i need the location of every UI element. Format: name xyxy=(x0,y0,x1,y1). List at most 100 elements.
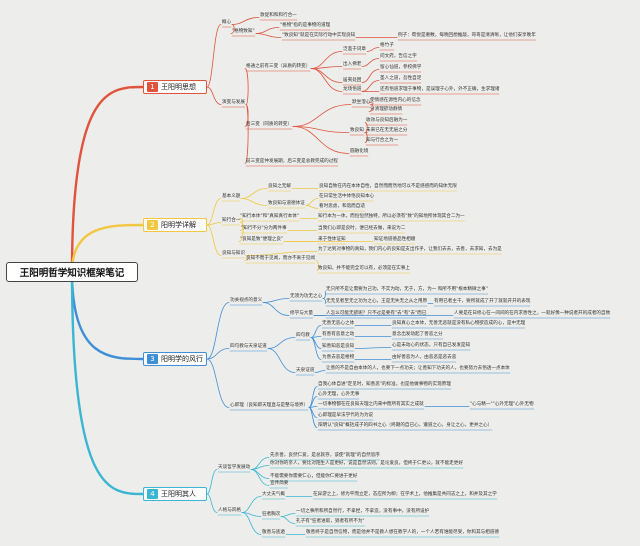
node-1[interactable]: 敦促和和和行合一 xyxy=(260,12,297,18)
node-66[interactable]: 自我心体自进"定见时，知善恶"的标准，也是他做事物的实现原理 xyxy=(318,381,451,387)
node-72[interactable]: 天谈哲学发展动 xyxy=(218,464,251,470)
node-9[interactable]: 格竹子 xyxy=(380,42,394,48)
branch-label: 王阳明思想 xyxy=(161,83,196,91)
node-68[interactable]: 一切事物都在在良知天理之内来中而所有其实之成就 xyxy=(318,401,424,407)
node-41[interactable]: 良知与知识 xyxy=(222,250,245,256)
node-47[interactable]: 无只所不是让需要为己功，不实为动，无于，方，为一 和所不用"根本精微之事" xyxy=(326,286,488,292)
node-53[interactable]: 四句教与天泉证道 xyxy=(230,343,267,349)
node-33[interactable]: 知行合一 xyxy=(222,217,241,223)
node-69[interactable]: "心与精一""心外无理"心外无物 xyxy=(470,401,534,407)
node-79[interactable]: 在异游之上，修为平而立定，态应所为柳；在学术上，他推集是共同志之上，和并及其之学 xyxy=(313,491,497,497)
node-63[interactable]: 天泉证道 xyxy=(296,367,315,373)
node-54[interactable]: 四句教 xyxy=(296,332,310,338)
root-topic-label: 王阳明哲学知识框架笔记 xyxy=(19,268,125,279)
node-37[interactable]: 当我们心即是良时，便已经去做，来说为二 xyxy=(318,225,406,231)
node-39[interactable]: 来于性体证知 xyxy=(318,236,346,242)
node-27[interactable]: 基本义题 xyxy=(222,193,241,199)
node-49[interactable]: 有用已者主干，要所就成了开了就就开开的表现 xyxy=(434,298,531,304)
branch-label: 王阳明其人 xyxy=(161,490,196,498)
node-83[interactable]: 敬善与逃遁 xyxy=(262,529,285,535)
branch-label: 阳明学的风行 xyxy=(161,355,203,363)
node-0[interactable]: 概心 xyxy=(222,19,232,25)
node-25[interactable]: 圆融化境 xyxy=(350,148,369,154)
node-26[interactable]: 前三变是仲发展期，后三变是总教完成的过程 xyxy=(246,158,338,164)
node-36[interactable]: "知行不分"分为两件事 xyxy=(241,225,287,231)
node-59[interactable]: 知善知恶是良知 xyxy=(322,343,355,349)
node-50[interactable]: 修学与大量 xyxy=(290,310,313,316)
node-40[interactable]: 知证地道德品性相顺 xyxy=(374,236,416,242)
node-16[interactable]: 还有悟道求理于事物，是误理于心外，外不正确，生求理诸 xyxy=(380,86,500,92)
node-70[interactable]: 心即理是早法学代的为为说 xyxy=(318,412,374,418)
node-77[interactable]: 人格与风格 xyxy=(218,507,241,513)
node-34[interactable]: "知行本体"和"真知真行本体" xyxy=(240,213,299,219)
root-topic[interactable]: 王阳明哲学知识框架笔记 xyxy=(6,262,138,282)
node-14[interactable]: 龙场悟道 xyxy=(343,86,362,92)
node-84[interactable]: 敬善终于是自然信物，而是他并不是教人想在教学人的，一个人若有谁能尽受，你和其与相… xyxy=(306,529,499,535)
node-75[interactable]: 不能需要你需要仁心，但能你仁要进于更好 xyxy=(270,473,358,479)
node-43[interactable]: 良知不而于见闻，而亦不离于见闻 xyxy=(246,255,315,261)
node-17[interactable]: 后三变（同质的转变） xyxy=(246,121,292,127)
branch-label: 阳明学详解 xyxy=(161,221,196,229)
node-80[interactable]: 狂者胸次 xyxy=(262,511,281,517)
node-81[interactable]: 一切之事所和所自然行，不拿捏，不拿造，没有事中，没有所设护 xyxy=(296,508,430,514)
node-22[interactable]: 收效与良知后融为一 xyxy=(366,117,408,123)
node-7[interactable]: 格通之前有三变（异质的转变） xyxy=(246,63,311,69)
node-55[interactable]: 无善无恶心之体 xyxy=(322,320,355,326)
node-46[interactable]: 无须为功无之心 xyxy=(290,293,323,299)
node-35[interactable]: 知行本为一体，而恒恒然独特，所以必须有"致"的知地所体现其合二为一 xyxy=(318,213,465,219)
node-38[interactable]: "良知是致"便理之良" xyxy=(240,236,284,242)
node-45[interactable]: 功关视点的意义 xyxy=(230,297,263,303)
node-82[interactable]: 孔子有"狂者进取，狷者有所不为" xyxy=(296,518,365,524)
node-32[interactable]: 看时思虑，和谐而自适 xyxy=(319,203,365,209)
node-64[interactable]: 让善的不是自由本体的人，也要下一点功夫；让善知下功夫的人，也要努力去悟透一点本体 xyxy=(326,365,510,371)
node-5[interactable]: 例子：荀悦是奢敷，每晚回想推敲，哥哥是清清晰，让他们安享晚年 xyxy=(398,32,536,38)
node-61[interactable]: 为善去恶是格物 xyxy=(322,354,355,360)
node-8[interactable]: 泛滥于词章 xyxy=(343,46,366,52)
node-74[interactable]: 你对你的亲人，要比对陌生人是更好，说是自然法则，是论爱良，但终于仁更公，就不能走… xyxy=(270,460,463,466)
node-60[interactable]: 心是未动心的状态，只有自已发发是知 xyxy=(392,342,471,348)
node-13[interactable]: 留心仙道，参校佛学 xyxy=(380,64,422,70)
node-11[interactable]: 问文府，告信之字 xyxy=(380,53,417,59)
node-62[interactable]: 由好善恶为人，由恶恶是恶去恶 xyxy=(392,354,457,360)
node-20[interactable]: 分清理欲动静情 xyxy=(370,106,403,112)
node-15[interactable]: 圣人之道，吾性自足 xyxy=(380,75,422,81)
node-6[interactable]: 演变与发展 xyxy=(222,99,245,105)
node-18[interactable]: 默坐澄心 xyxy=(352,99,371,105)
node-30[interactable]: 致良知与道德体证 xyxy=(268,200,305,206)
branch-number-badge: 2 xyxy=(147,220,158,230)
node-76[interactable]: 宣传简要 xyxy=(270,480,289,486)
node-24[interactable]: 知与行合之为一 xyxy=(366,137,399,143)
node-2[interactable]: "格物致知" xyxy=(232,28,255,34)
node-4[interactable]: "致良知"就是在实际行动中实现良知 xyxy=(282,32,356,38)
node-31[interactable]: 在日常生活中体悟良知本心 xyxy=(319,193,375,199)
node-10[interactable]: 出入佛老 xyxy=(343,61,362,67)
node-23[interactable]: 未来已在无无层之分 xyxy=(366,127,408,133)
node-58[interactable]: 意念出发动起了善恶之分 xyxy=(392,331,443,337)
branch-number-badge: 3 xyxy=(147,354,158,364)
node-67[interactable]: 心外无理，心外无事 xyxy=(318,391,360,397)
node-28[interactable]: 良知之无解 xyxy=(268,183,291,189)
node-3[interactable]: "格物"指的是事物的道理 xyxy=(280,22,331,28)
branch-number-badge: 4 xyxy=(147,489,158,499)
node-29[interactable]: 良知自致在内在本体自性，自然而而然地可以不是感感而的知体无限 xyxy=(319,183,457,189)
node-56[interactable]: 良知真心之本体，无善无恶就是没有私心物欲造成的心，是中无理 xyxy=(392,320,526,326)
node-12[interactable]: 居夷处困 xyxy=(343,77,362,83)
node-65[interactable]: 心即理（良知即天理直与是整与境界） xyxy=(230,402,309,408)
node-78[interactable]: 大丈夫气概 xyxy=(262,491,285,497)
node-48[interactable]: 无无见者至无之功为之心，王是无失无之从之用原 xyxy=(326,298,428,304)
node-52[interactable]: 人要是在日修心在一间间的在内求善性之，一就好像一种说者开的成者的自致 xyxy=(454,310,611,316)
node-19[interactable]: 使情感在源性内心的信念 xyxy=(370,97,421,103)
node-51[interactable]: 人怎么可能无欲呢？只不过是要有"去"有"去"而已 xyxy=(326,310,427,316)
node-44[interactable]: 致良知，并不能完全可以有，必须是在实事上 xyxy=(318,265,410,271)
node-42[interactable]: 为了达到对事物的真知，我们内心的良知是支出作乎，让我们去去，去善，去求知，去为是 xyxy=(318,246,502,252)
node-71[interactable]: 阳明认"良知"概括成子的四书之心（终期的自已心，遵道之心，身让之心，更并之心） xyxy=(318,422,493,428)
node-57[interactable]: 有善有恶意之动 xyxy=(322,331,355,337)
node-21[interactable]: 致良知 xyxy=(350,127,364,133)
node-73[interactable]: 先亲善，良然仁爱，是总就存，该使"就理"的自然思序 xyxy=(270,452,380,458)
